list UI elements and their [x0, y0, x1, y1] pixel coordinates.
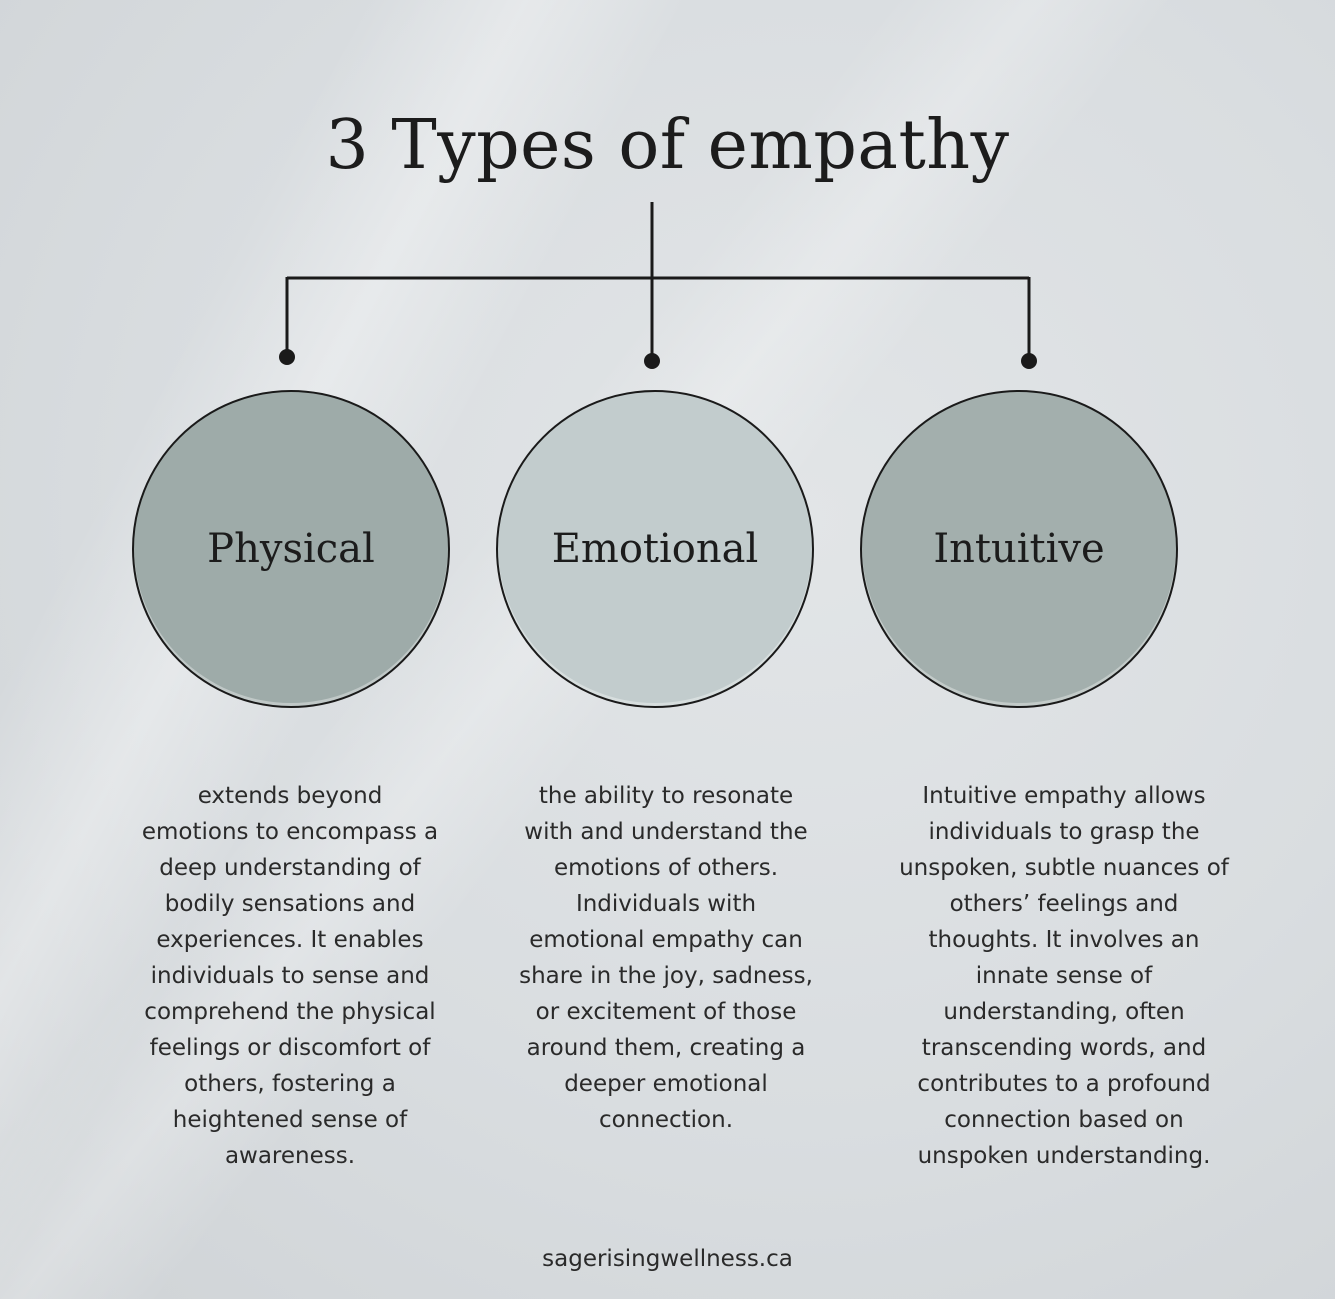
connector-dot-physical: [279, 349, 295, 365]
physical-description: extends beyond emotions to encompass a d…: [141, 783, 439, 1169]
intuitive-label: Intuitive: [933, 526, 1105, 572]
page-title: 3 Types of empathy: [325, 106, 1010, 185]
website-footer: sagerisingwellness.ca: [542, 1246, 793, 1272]
emotional-circle: Emotional: [496, 390, 814, 708]
connector-dot-intuitive: [1021, 353, 1037, 369]
intuitive-circle: Intuitive: [860, 390, 1178, 708]
emotional-description: the ability to resonate with and underst…: [519, 783, 813, 1133]
emotional-label: Emotional: [551, 526, 759, 572]
intuitive-description: Intuitive empathy allows individuals to …: [899, 783, 1229, 1169]
connector-dot-emotional: [644, 353, 660, 369]
physical-label: Physical: [207, 526, 375, 572]
physical-circle: Physical: [132, 390, 450, 708]
